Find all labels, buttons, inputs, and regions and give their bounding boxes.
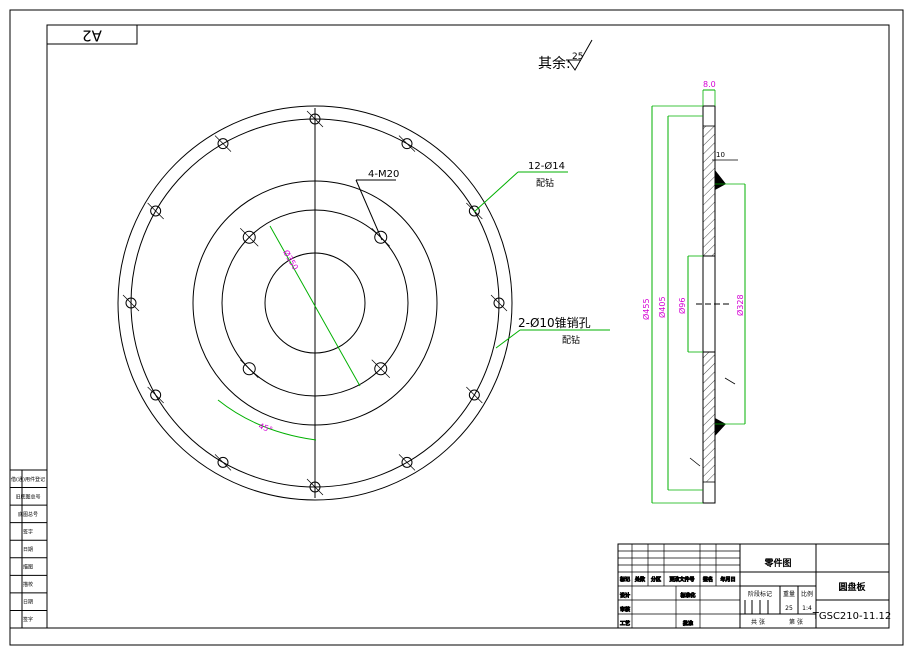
hole-label: 12-Ø14 [528,160,565,172]
pin-note: 配钻 [562,334,580,346]
dim-405: Ø405 [657,296,667,318]
title-row-label: 审核 [620,606,630,613]
revision-header-label: 标记 [620,576,630,583]
outer-hole [306,478,324,496]
left-bar-cell: 日期 [23,547,33,553]
outer-hole [398,135,416,152]
outer-hole [306,110,324,128]
left-bar-cell: 底图总号 [18,511,38,518]
dim-328: Ø328 [735,294,745,316]
title-row-label: 设计 [620,592,630,599]
hole-note: 配钻 [536,177,554,189]
roughness-symbol [567,39,593,71]
title-row-label: 批准 [683,620,693,627]
outer-hole [214,454,232,471]
hole-leader [473,171,519,213]
drawing-type: 零件图 [763,557,791,569]
thread-hole [371,359,391,379]
thread-hole [239,227,259,247]
outer-hole [466,202,483,220]
left-bar-cell: 描校 [23,581,33,588]
sheet-no: 第 张 [789,618,803,626]
thread-label: 4-M20 [368,169,399,180]
revision-header-label: 签名 [703,576,713,583]
outer-hole [147,386,164,404]
angle-arc [217,399,317,441]
thread-leader [355,179,383,241]
revision-header-label: 分区 [651,576,661,583]
weight-label: 重量 [783,590,795,598]
dim-96: Ø96 [677,298,687,314]
hatch-upper [702,125,716,257]
sheet-total: 共 张 [751,618,765,626]
outer-hole [398,454,416,471]
dim-455: Ø455 [641,298,651,320]
outer-hole [466,386,483,404]
revision-header-label: 处数 [635,576,645,583]
chamfer-upper [715,170,726,190]
pcd-dimension-line [269,225,361,387]
pin-leader [495,329,521,349]
scale-label: 比例 [801,590,813,598]
front-annotations: Ø350 45° 12-Ø14 配钻 4-M20 2-Ø10锥销孔 配钻 [217,160,610,441]
left-bar-cell: 借(通)用件登记 [11,476,45,483]
pcd-label: Ø350 [281,248,300,272]
side-view: Ø455 Ø405 Ø96 Ø328 8.0 10 [641,80,746,504]
part-name: 圆盘板 [838,581,866,593]
inner-border [46,24,890,629]
revision-grid: 标记处数分区 更改文件号 签名年月日设计 标准化审核工艺 批准 [617,543,741,629]
weight-value: 25 [785,605,793,612]
left-bar-cell: 签字 [23,528,33,535]
pin-label: 2-Ø10锥销孔 [518,316,591,330]
thread-hole [239,359,259,379]
title-block: 标记处数分区 更改文件号 签名年月日设计 标准化审核工艺 批准 [617,543,890,629]
title-row-label: 工艺 [620,621,630,627]
title-row-label: 标准化 [680,592,695,599]
step-label: 10 [716,151,725,159]
title-block-text: 零件图 圆盘板 阶段标记 重量 比例 25 1:4 共 张 第 张 TGSC21… [748,557,891,626]
thread-hole-group [239,227,391,379]
sheet-size-code: A2 [82,27,102,45]
outer-hole [490,294,508,312]
left-bar-cell: 日期 [23,600,33,606]
chamfer-lower [715,418,726,436]
drawing-number: TGSC210-11.12 [812,611,892,622]
left-bar-cell: 签字 [23,616,33,623]
scale-value: 1:4 [802,605,812,612]
roughness-value: 25 [572,52,583,62]
outer-hole-group [122,110,508,496]
front-view [117,105,513,501]
outer-hole [122,294,140,312]
revision-header-label: 年月日 [720,576,735,583]
left-bar-cell: 描图 [23,564,33,571]
stage-label: 阶段标记 [748,590,772,598]
roughness-note: 其余: 25 [538,39,593,72]
angle-label: 45° [257,421,273,434]
sheet-size-box: A2 [46,24,138,45]
revision-header-label: 更改文件号 [669,576,694,583]
outer-border [9,9,904,646]
outer-hole [214,135,232,152]
hatch-lower [702,351,716,483]
outer-hole [147,202,164,220]
outer-circle [117,105,513,501]
left-bar-cell: 旧底图总号 [15,493,40,500]
roughness-note-text: 其余: [538,55,571,72]
thickness-label: 8.0 [703,80,716,89]
